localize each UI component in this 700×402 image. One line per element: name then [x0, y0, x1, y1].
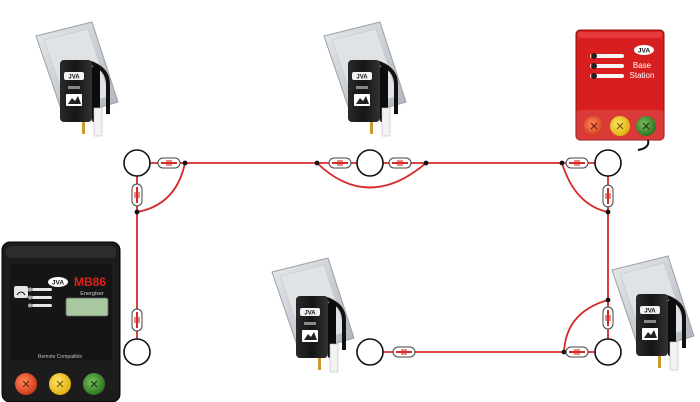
energiser-brand: JVA: [52, 280, 64, 287]
insulator: [328, 157, 352, 169]
insulator: [565, 157, 589, 169]
junction-dot: [605, 297, 611, 303]
lcd-screen: [65, 297, 109, 317]
post-node: [123, 338, 151, 366]
solar-unit-brand: JVA: [356, 75, 368, 81]
wire-arc-top-right: [561, 162, 609, 213]
junction-dot: [559, 160, 565, 166]
insulator: [602, 184, 614, 208]
insulator: [565, 346, 589, 358]
energiser-model: MB86: [74, 275, 106, 289]
post-node: [594, 149, 622, 177]
solar-unit-brand: JVA: [68, 75, 80, 81]
base-station-label-line2: Station: [630, 71, 655, 80]
junction-dot: [314, 160, 320, 166]
junction-dot: [561, 349, 567, 355]
insulator: [131, 308, 143, 332]
wire-arc-top-middle: [316, 162, 427, 189]
base-station: JVA Base Station: [575, 29, 665, 151]
post-node: [356, 149, 384, 177]
post-node: [594, 338, 622, 366]
wire-arc-top-left: [136, 162, 186, 213]
solar-remote-unit: JVA: [610, 254, 696, 372]
fence-posts: [123, 149, 622, 366]
fence-wires: [136, 162, 609, 353]
energiser-footer: Remote Compatible: [38, 354, 82, 360]
wire-junctions: [134, 160, 611, 355]
base-station-brand: JVA: [638, 48, 650, 55]
junction-dot: [134, 209, 140, 215]
junction-dot: [605, 209, 611, 215]
base-station-label-line1: Base: [633, 61, 652, 70]
solar-unit-brand: JVA: [304, 311, 316, 317]
insulator: [131, 183, 143, 207]
junction-dot: [423, 160, 429, 166]
insulator: [388, 157, 412, 169]
insulator: [602, 306, 614, 330]
wire-arc-bottom-right: [563, 299, 609, 353]
energiser-subtitle: Energiser: [80, 291, 104, 297]
insulator: [157, 157, 181, 169]
post-node: [123, 149, 151, 177]
post-node: [356, 338, 384, 366]
energiser-unit: JVA MB86 Energiser Remote Compatible: [1, 241, 121, 402]
solar-unit-brand: JVA: [644, 309, 656, 315]
solar-remote-unit: JVA: [322, 20, 408, 138]
junction-dot: [182, 160, 188, 166]
insulator: [392, 346, 416, 358]
solar-remote-unit: JVA: [270, 256, 356, 374]
solar-remote-unit: JVA: [34, 20, 120, 138]
